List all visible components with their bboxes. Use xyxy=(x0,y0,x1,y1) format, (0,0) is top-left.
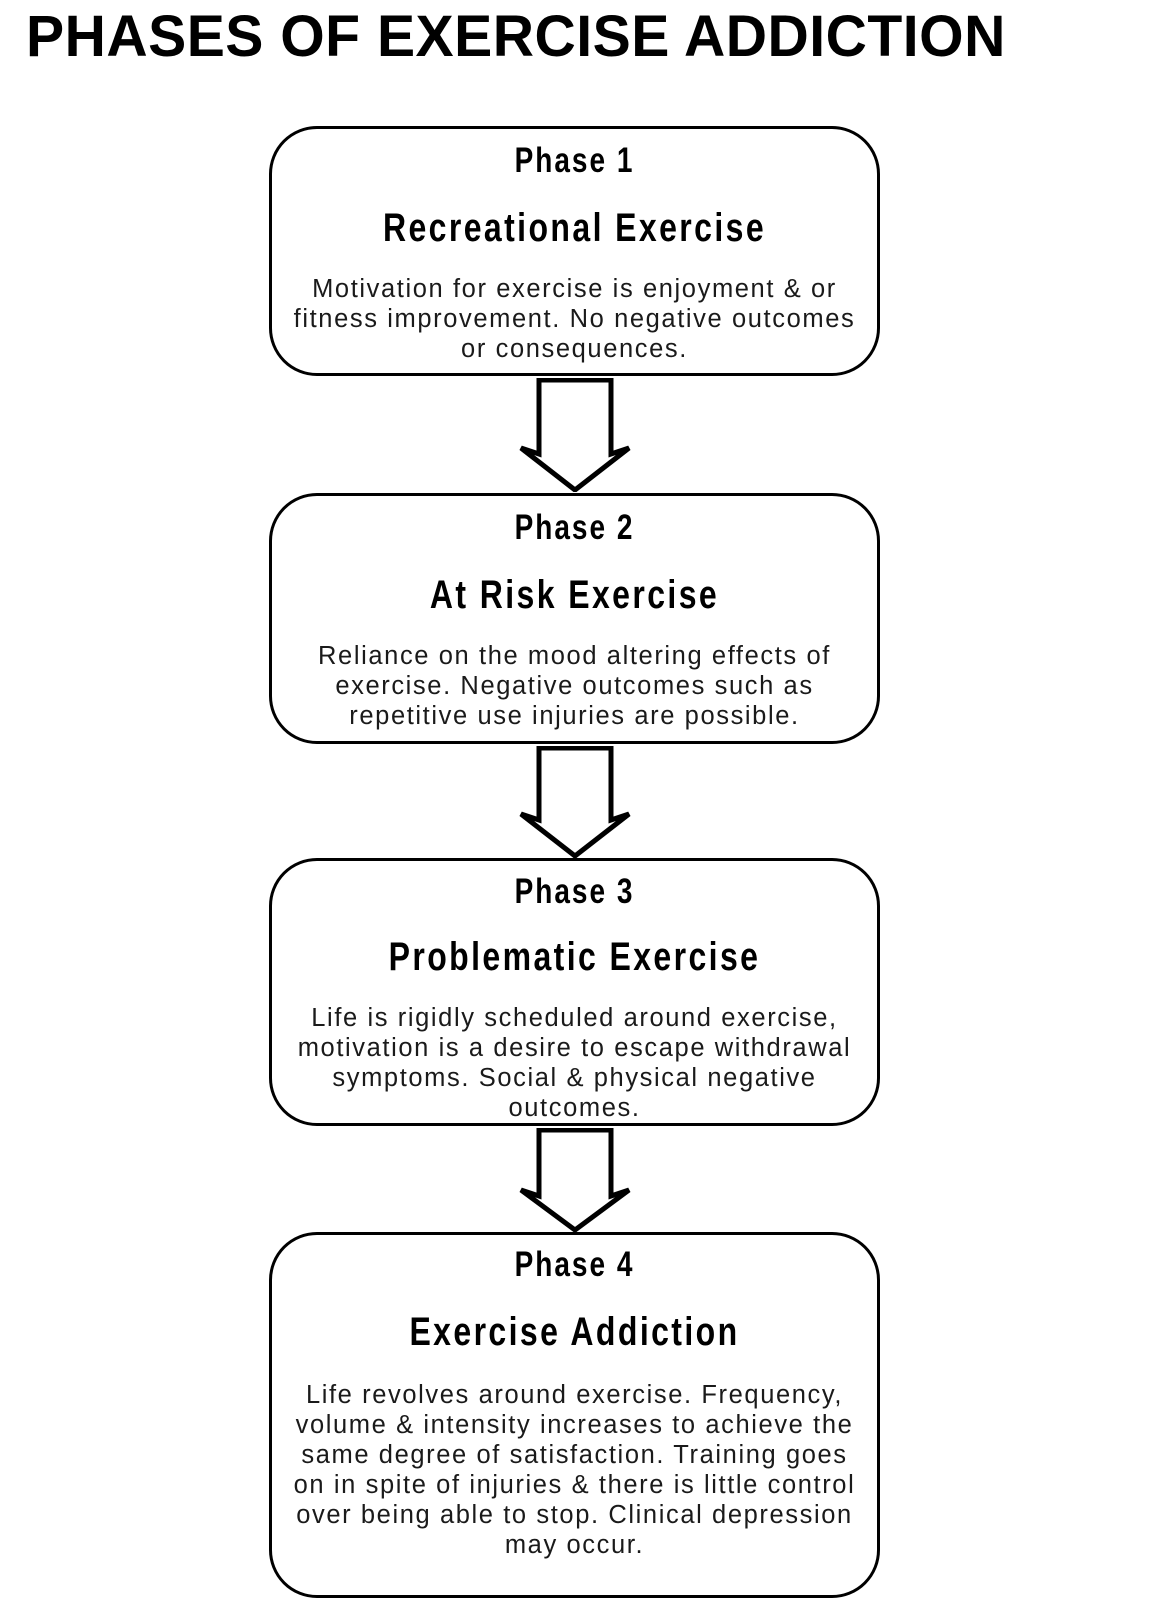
phase-2-number: Phase 2 xyxy=(514,508,635,547)
page-title: PHASES OF EXERCISE ADDICTION xyxy=(26,4,1006,69)
phase-box-2: Phase 2 At Risk Exercise Reliance on the… xyxy=(269,493,880,744)
down-arrow-icon-3 xyxy=(510,1128,646,1232)
down-arrow-icon-2 xyxy=(510,746,646,858)
phase-4-description: Life revolves around exercise. Frequency… xyxy=(293,1381,856,1559)
phase-1-description: Motivation for exercise is enjoyment & o… xyxy=(293,275,856,363)
phase-box-4: Phase 4 Exercise Addiction Life revolves… xyxy=(269,1232,880,1598)
phase-3-number: Phase 3 xyxy=(514,872,635,911)
phase-4-name: Exercise Addiction xyxy=(409,1310,740,1354)
phase-4-number: Phase 4 xyxy=(514,1245,635,1284)
phase-box-1: Phase 1 Recreational Exercise Motivation… xyxy=(269,126,880,376)
down-arrow-icon-1 xyxy=(510,378,646,492)
phase-3-name: Problematic Exercise xyxy=(388,935,761,979)
phase-2-description: Reliance on the mood altering effects of… xyxy=(318,642,831,730)
phase-2-name: At Risk Exercise xyxy=(429,573,720,617)
phase-3-description: Life is rigidly scheduled around exercis… xyxy=(297,1004,852,1122)
phase-box-3: Phase 3 Problematic Exercise Life is rig… xyxy=(269,858,880,1126)
phase-1-number: Phase 1 xyxy=(514,141,635,180)
phase-1-name: Recreational Exercise xyxy=(382,206,767,250)
